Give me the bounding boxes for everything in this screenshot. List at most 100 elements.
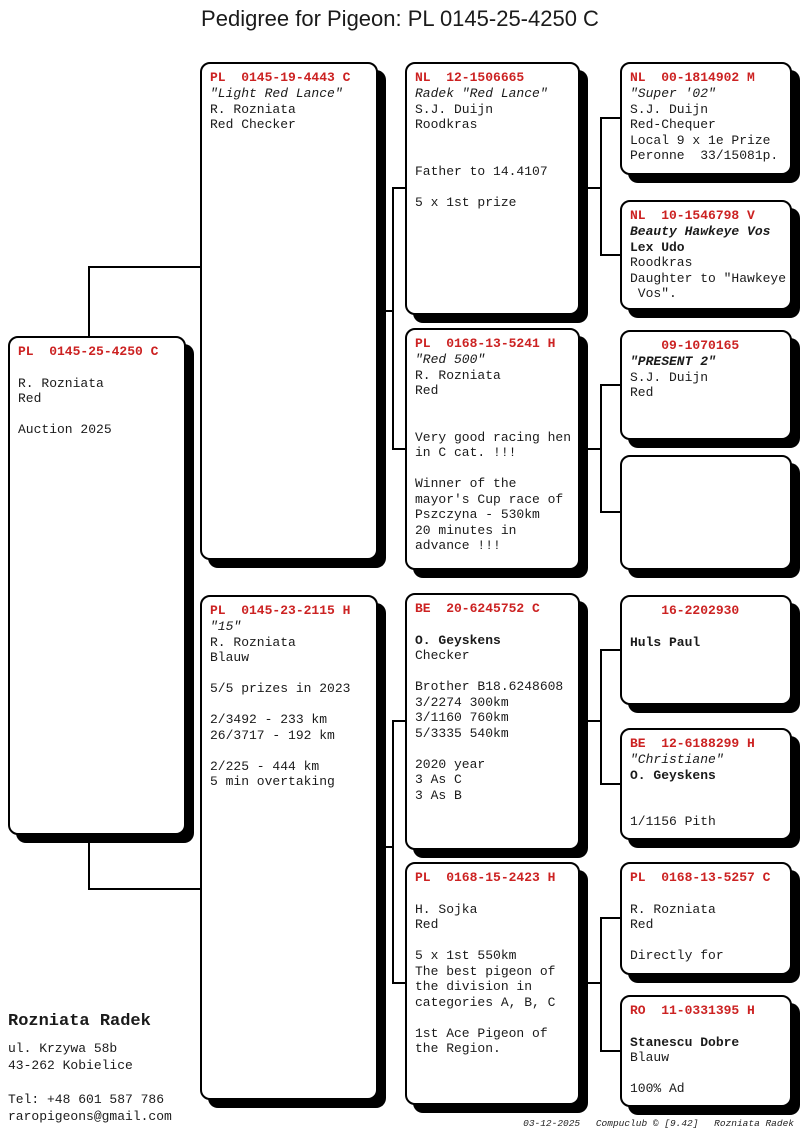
box-line: 1st Ace Pigeon of (415, 1025, 548, 1041)
box-line: Red (630, 385, 654, 400)
connector-line (580, 982, 602, 984)
ring-number: 09-1070165 (630, 338, 740, 353)
box-line: 3 As C (415, 772, 462, 787)
box-line: 5 x 1st 550km (415, 948, 517, 963)
pedigree-box-ggp2: NL 10-1546798 V Beauty Hawkeye Vos Lex U… (620, 200, 792, 310)
pedigree-box-ggp3: 09-1070165 "PRESENT 2" S.J. Duijn Red (620, 330, 792, 440)
box-line: Daughter to "Hawkeye (630, 270, 787, 286)
box-line: O. Geyskens (415, 632, 501, 648)
pedigree-box-ggp7: PL 0168-13-5257 C R. Rozniata Red Direct… (620, 862, 792, 975)
connector-line (88, 835, 90, 890)
box-line: Very good racing hen (415, 429, 572, 445)
footer: 03-12-2025 Compuclub © [9.42] Rozniata R… (513, 1118, 794, 1129)
ring-number: NL 12-1506665 (415, 70, 525, 85)
footer-author: Rozniata Radek (714, 1118, 794, 1129)
ring-number: RO 11-0331395 H (630, 1003, 755, 1018)
pedigree-box-ggp5: 16-2202930 Huls Paul (620, 595, 792, 705)
box-line (630, 619, 782, 635)
connector-line (600, 1050, 620, 1052)
box-line: Vos". (630, 286, 677, 301)
box-line (18, 407, 176, 423)
box-line: Pszczyna - 530km (415, 507, 540, 522)
box-line (18, 360, 176, 376)
box-line: Lex Udo (630, 239, 685, 255)
box-line: Red-Chequer (630, 117, 716, 132)
box-line: 5 x 1st prize (415, 194, 517, 210)
box-line: the division in (415, 979, 533, 994)
contact-phone: Tel: +48 601 587 786 (8, 1092, 165, 1107)
box-line: R. Rozniata (210, 634, 296, 650)
box-line: Red Checker (210, 117, 296, 132)
connector-line (88, 266, 90, 336)
box-line: categories A, B, C (415, 994, 556, 1010)
connector-line (600, 917, 602, 1052)
box-line: 100% Ad (630, 1081, 685, 1096)
box-line: Red (18, 391, 42, 406)
ring-number: BE 20-6245752 C (415, 601, 540, 616)
connector-line (580, 187, 602, 189)
box-line: 20 minutes in (415, 522, 517, 538)
box-line (630, 933, 782, 949)
contact-spacer (8, 1074, 172, 1091)
ring-number: PL 0168-15-2423 H (415, 870, 556, 885)
box-line: Red (630, 917, 654, 932)
connector-line (392, 720, 394, 984)
box-line: the Region. (415, 1041, 501, 1056)
connector-line (600, 917, 620, 919)
pedigree-box-gp2: PL 0168-13-5241 H "Red 500" R. Rozniata … (405, 328, 580, 570)
pedigree-box-mother: PL 0145-23-2115 H "15" R. Rozniata Blauw… (200, 595, 378, 1100)
box-line: advance !!! (415, 538, 501, 553)
box-line: "Red 500" (415, 352, 486, 367)
pedigree-box-gp4: PL 0168-15-2423 H H. Sojka Red 5 x 1st 5… (405, 862, 580, 1105)
box-line: "PRESENT 2" (630, 354, 716, 369)
box-line (415, 148, 570, 164)
connector-line (600, 783, 620, 785)
box-line (630, 886, 782, 902)
box-line: "Super '02" (630, 86, 716, 101)
box-line: Father to 14.4107 (415, 163, 548, 179)
box-line: S.J. Duijn (630, 101, 709, 117)
pedigree-box-gp1: NL 12-1506665 Radek "Red Lance" S.J. Dui… (405, 62, 580, 315)
connector-line (88, 266, 200, 268)
box-line: Peronne 33/15081p. (630, 148, 779, 163)
box-line: Blauw (630, 1050, 670, 1065)
box-line: in C cat. !!! (415, 445, 517, 460)
box-line (415, 179, 570, 195)
ring-number: NL 10-1546798 V (630, 208, 755, 223)
box-line: Red (415, 917, 439, 932)
page-title: Pedigree for Pigeon: PL 0145-25-4250 C (201, 6, 599, 31)
box-line (210, 666, 368, 682)
connector-line (600, 511, 620, 513)
box-line (630, 783, 782, 799)
box-line: R. Rozniata (630, 901, 716, 917)
contact-address-line: ul. Krzywa 58b (8, 1041, 118, 1056)
connector-line (88, 888, 200, 890)
ring-number: BE 12-6188299 H (630, 736, 755, 751)
box-line: 3 As B (415, 787, 462, 803)
box-line: Directly for (630, 948, 724, 963)
box-line: S.J. Duijn (630, 369, 709, 385)
box-line: Blauw (210, 650, 250, 665)
box-line (415, 399, 570, 415)
box-line: "15" (210, 619, 242, 634)
box-line (415, 741, 570, 757)
box-line: Beauty Hawkeye Vos (630, 224, 771, 239)
box-line: Checker (415, 648, 470, 663)
connector-line (600, 254, 620, 256)
ring-number: PL 0145-19-4443 C (210, 70, 351, 85)
ring-number: 16-2202930 (630, 603, 740, 618)
contact-email: raropigeons@gmail.com (8, 1109, 172, 1124)
box-line: "Christiane" (630, 752, 724, 767)
pedigree-box-subject: PL 0145-25-4250 C R. Rozniata Red Auctio… (8, 336, 186, 835)
box-line: Winner of the (415, 476, 517, 491)
box-line: R. Rozniata (18, 375, 104, 391)
connector-line (580, 448, 602, 450)
pedigree-box-father: PL 0145-19-4443 C "Light Red Lance" R. R… (200, 62, 378, 560)
box-line: 2/225 - 444 km (210, 758, 320, 774)
pedigree-box-ggp1: NL 00-1814902 M "Super '02" S.J. Duijn R… (620, 62, 792, 175)
connector-line (600, 649, 620, 651)
box-line: 3/1160 760km (415, 710, 509, 725)
box-line (415, 414, 570, 430)
box-line: Brother B18.6248608 (415, 679, 564, 694)
box-line: 5/3335 540km (415, 725, 509, 741)
